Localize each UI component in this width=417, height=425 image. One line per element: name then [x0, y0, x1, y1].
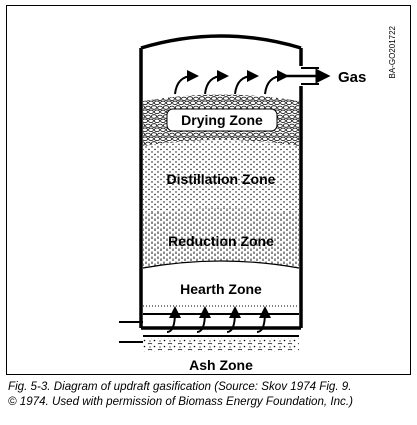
- drying-zone-label: Drying Zone: [181, 112, 263, 128]
- distillation-zone-label: Distillation Zone: [167, 171, 276, 187]
- caption-line-2: © 1974. Used with permission of Biomass …: [8, 395, 353, 408]
- hearth-zone-label: Hearth Zone: [180, 281, 262, 297]
- reduction-zone-label: Reduction Zone: [168, 233, 274, 249]
- caption-line-1: Fig. 5-3. Diagram of updraft gasificatio…: [8, 380, 352, 393]
- ash-zone-label: Ash Zone: [189, 357, 253, 373]
- figure-caption: Fig. 5-3. Diagram of updraft gasificatio…: [8, 379, 410, 409]
- reduction-zone: [143, 208, 299, 268]
- ash-zone: [143, 338, 299, 352]
- distillation-zone: [143, 140, 299, 214]
- air-flow-arrows: [166, 306, 271, 333]
- gas-outlet: [283, 67, 331, 85]
- gas-label: Gas: [338, 69, 366, 86]
- vessel: [139, 34, 303, 330]
- drying-zone-label-box: [166, 108, 278, 132]
- figure-frame: Drying Zone Distillation Zone Reduction …: [6, 5, 411, 375]
- air-inlet: [119, 321, 143, 343]
- updraft-gasifier-diagram: Drying Zone Distillation Zone Reduction …: [119, 25, 397, 373]
- figure-code: BA-GO201722: [388, 25, 397, 78]
- gas-flow-arrows: [174, 70, 289, 95]
- hearth-zone-boundary: [142, 260, 300, 269]
- grate: [143, 313, 299, 337]
